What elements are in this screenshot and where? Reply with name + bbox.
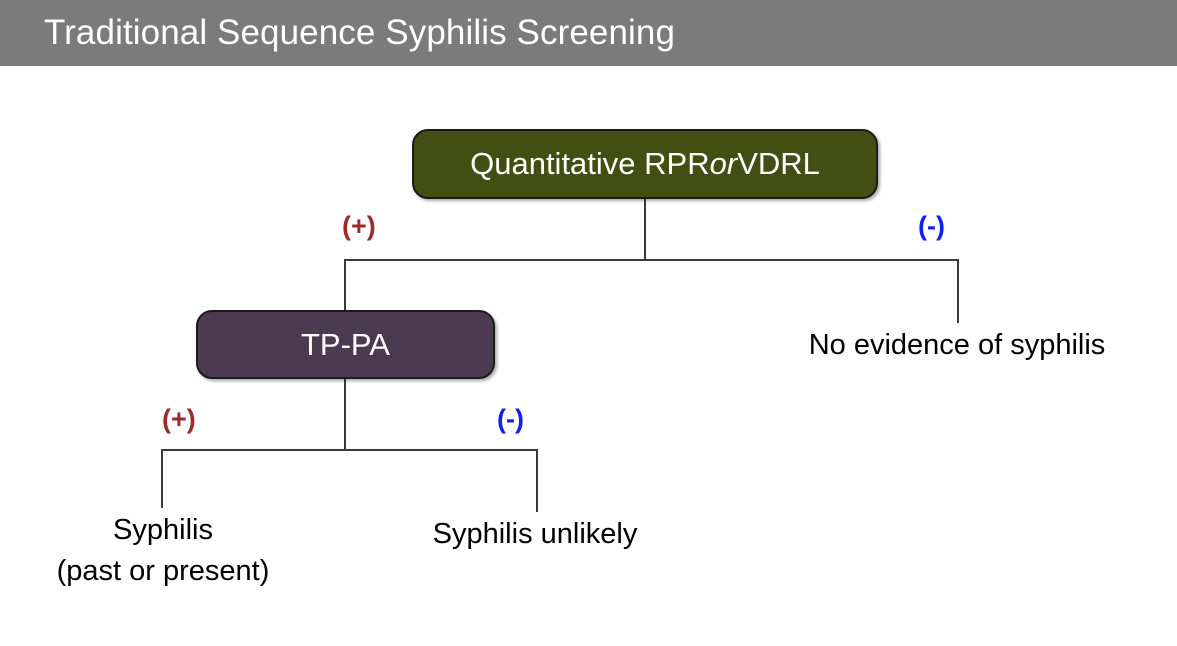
connector-rpr-crossbar — [344, 259, 959, 261]
title-bar — [0, 0, 1177, 66]
page-title: Traditional Sequence Syphilis Screening — [44, 13, 676, 52]
connector-tppa-negative-drop — [536, 449, 538, 512]
connector-rpr-positive-drop — [344, 259, 346, 312]
node-rpr-label-lead: Quantitative RPR — [470, 146, 710, 181]
outcome-no-evidence-of-syphilis: No evidence of syphilis — [808, 329, 1106, 361]
node-tppa-label: TP-PA — [301, 326, 390, 362]
node-quantitative-rpr-or-vdrl[interactable]: Quantitative RPR or VDRL — [412, 129, 878, 199]
connector-tppa-crossbar — [161, 449, 538, 451]
node-rpr-label-trail: VDRL — [737, 146, 820, 181]
branch-label-tppa-positive: (+) — [162, 404, 196, 434]
branch-label-rpr-positive: (+) — [342, 211, 376, 241]
outcome-syphilis-past-or-present: Syphilis (past or present) — [56, 514, 270, 587]
node-rpr-label-emphasis: or — [709, 146, 738, 181]
outcome-syphilis-unlikely: Syphilis unlikely — [432, 518, 638, 550]
connector-rpr-negative-drop — [957, 259, 959, 323]
branch-label-rpr-negative: (-) — [918, 211, 945, 241]
connector-tppa-positive-drop — [161, 449, 163, 508]
connector-tppa-stem — [344, 379, 346, 450]
node-tp-pa[interactable]: TP-PA — [196, 310, 495, 379]
connector-rpr-stem — [644, 199, 646, 260]
branch-label-tppa-negative: (-) — [497, 404, 524, 434]
